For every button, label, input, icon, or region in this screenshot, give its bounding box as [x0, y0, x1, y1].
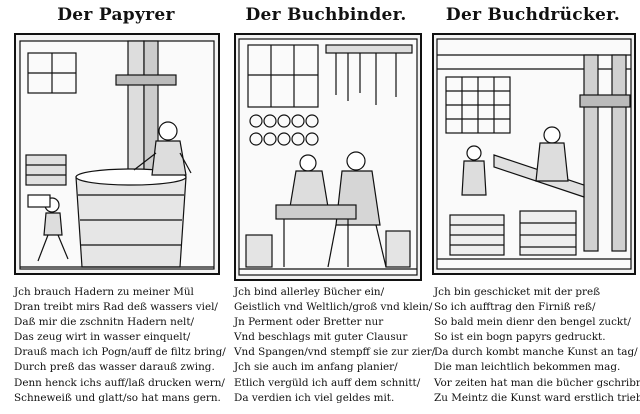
- panel-title-buchdruecker: Der Buchdrücker.: [445, 5, 621, 25]
- verse-line: Vnd Spangen/vnd stempff sie zur zier/: [234, 346, 436, 359]
- verse-line: So ich aufftrag den Firniß reß/: [434, 301, 596, 314]
- verse-line: Vor zeiten hat man die bücher gschribn/: [434, 376, 640, 389]
- panel-title-papyrer: Der Papyrer: [57, 5, 175, 25]
- verse-buchbinder: Jch bind allerley Bücher ein/ Geistlich …: [234, 285, 435, 406]
- verse-line: Zu Meintz die Kunst ward erstlich triebn…: [434, 391, 640, 404]
- verse-line: Die man leichtlich bekommen mag.: [434, 361, 621, 374]
- woodcut-bookbinder: [234, 33, 422, 281]
- verse-line: Daß mir die zschnitn Hadern nelt/: [14, 316, 195, 329]
- verse-line: Dran treibt mirs Rad deß wassers viel/: [14, 301, 218, 314]
- verse-line: Jch brauch Hadern zu meiner Mül: [14, 286, 194, 298]
- verse-line: Durch preß das wasser darauß zwing.: [14, 361, 215, 374]
- verse-line: So ist ein bogn papyrs gedruckt.: [434, 331, 606, 344]
- verse-line: Geistlich vnd Weltlich/groß vnd klein/: [234, 301, 433, 314]
- verse-line: Jn Perment oder Bretter nur: [234, 316, 384, 329]
- verse-papyrer: Jch brauch Hadern zu meiner Mül Dran tre…: [14, 285, 226, 406]
- verse-line: Da verdien ich viel geldes mit.: [234, 391, 395, 404]
- verse-line: Jch bin geschicket mit der preß: [434, 286, 601, 298]
- verse-line: So bald mein dienr den bengel zuckt/: [434, 316, 631, 329]
- papermaker-illustration: [19, 40, 215, 270]
- woodcut-printer: [432, 33, 636, 275]
- panel-buchbinder: Der Buchbinder.: [228, 0, 435, 414]
- panel-buchdruecker: Der Buchdrücker.: [430, 0, 640, 414]
- bookbinder-illustration: [238, 38, 418, 276]
- printer-illustration: [436, 38, 632, 270]
- panel-papyrer: Der Papyrer: [12, 0, 226, 414]
- verse-line: Denn henck ichs auff/laß drucken wern/: [14, 376, 225, 389]
- panel-title-buchbinder: Der Buchbinder.: [245, 5, 407, 25]
- verse-line: Etlich vergüld ich auff dem schnitt/: [234, 376, 421, 389]
- verse-line: Da durch kombt manche Kunst an tag/: [434, 346, 638, 359]
- woodcut-papermaker: [14, 33, 220, 275]
- verse-line: Das zeug wirt in wasser einquelt/: [14, 331, 191, 344]
- verse-buchdruecker: Jch bin geschicket mit der preß So ich a…: [434, 285, 640, 406]
- verse-line: Vnd beschlags mit guter Clausur: [234, 331, 408, 344]
- verse-line: Jch bind allerley Bücher ein/: [234, 286, 385, 298]
- verse-line: Schneweiß und glatt/so hat mans gern.: [14, 391, 221, 404]
- verse-line: Jch sie auch im anfang planier/: [234, 361, 398, 374]
- verse-line: Drauß mach ich Pogn/auff de filtz bring/: [14, 346, 226, 359]
